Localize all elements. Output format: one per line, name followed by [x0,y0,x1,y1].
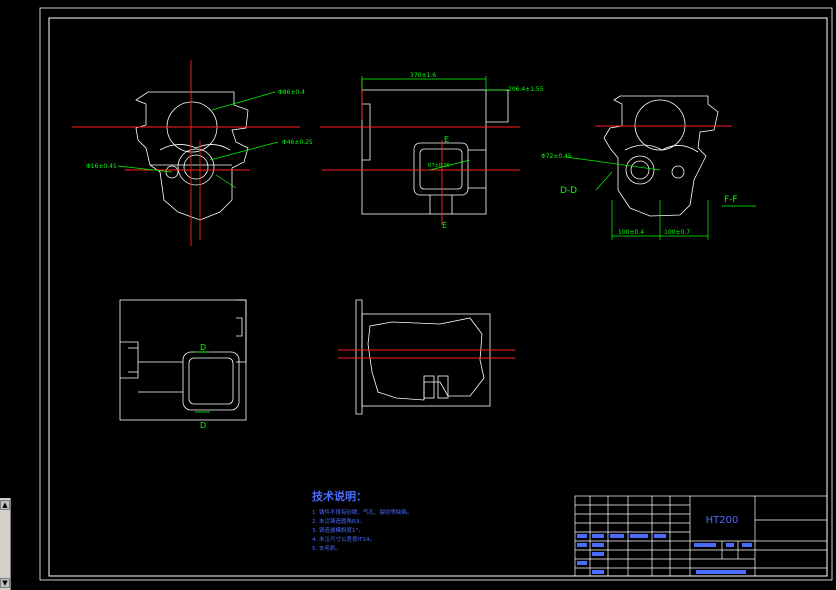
section-label-e-bottom: E [442,221,447,230]
section-label-dd: D-D [560,186,577,196]
tech-note-line-2: 2. 未注铸造圆角R3。 [312,517,365,525]
dim-bottom-left: 100±0.4 [618,229,644,236]
view-bottom-left [119,299,247,421]
dim-d1: Φ86±0.4 [278,89,305,96]
tech-note-line-5: 5. 去毛刺。 [312,544,341,552]
section-label-d-bottom: D [200,421,206,430]
title-block-material: HT200 [706,515,739,526]
view-front-left-leaders [117,91,279,189]
dim-inner: R7±0.05 [428,163,450,169]
section-label-ff: F-F [724,195,738,205]
view-bottom-center-centerlines [338,349,515,359]
tech-notes-heading: 技术说明： [312,489,367,503]
title-block [574,495,828,577]
dim-right-top: 206.4±1.55 [508,86,544,93]
view-front-left-centerlines [72,60,300,246]
vertical-scrollbar[interactable]: ▲ ▼ [0,498,11,590]
tech-note-line-3: 3. 铸造拔模斜度1°。 [312,526,364,534]
view-side-center [361,89,509,215]
dim-dd-note: Φ72±0.45 [541,153,572,160]
view-section-right [603,95,719,217]
dim-bottom-right: 100±0.7 [664,229,690,236]
inner-frame [48,17,828,577]
view-side-center-dims [361,76,506,171]
view-bottom-left-cutline [195,351,210,413]
tech-note-line-4: 4. 未注尺寸公差按IT14。 [312,535,375,543]
view-section-right-dims [565,156,756,240]
tech-note-line-1: 1. 铸件不得有砂眼、气孔、裂纹等缺陷。 [312,508,413,516]
scroll-up-icon[interactable]: ▲ [0,500,10,510]
tech-notes-block: 技术说明： 1. 铸件不得有砂眼、气孔、裂纹等缺陷。 2. 未注铸造圆角R3。 … [312,489,413,552]
view-front-left [135,91,249,221]
scroll-down-icon[interactable]: ▼ [0,578,10,588]
dim-width-top: 370±1.6 [410,72,436,79]
section-label-e-top: E [444,135,449,144]
dim-d2: Φ46±0.25 [282,139,313,146]
view-bottom-center [355,299,491,415]
dim-d3: Φ16±0.45 [86,163,117,170]
title-block-fill-text [577,534,752,574]
section-label-d-top: D [200,343,206,352]
outer-frame [39,7,833,581]
